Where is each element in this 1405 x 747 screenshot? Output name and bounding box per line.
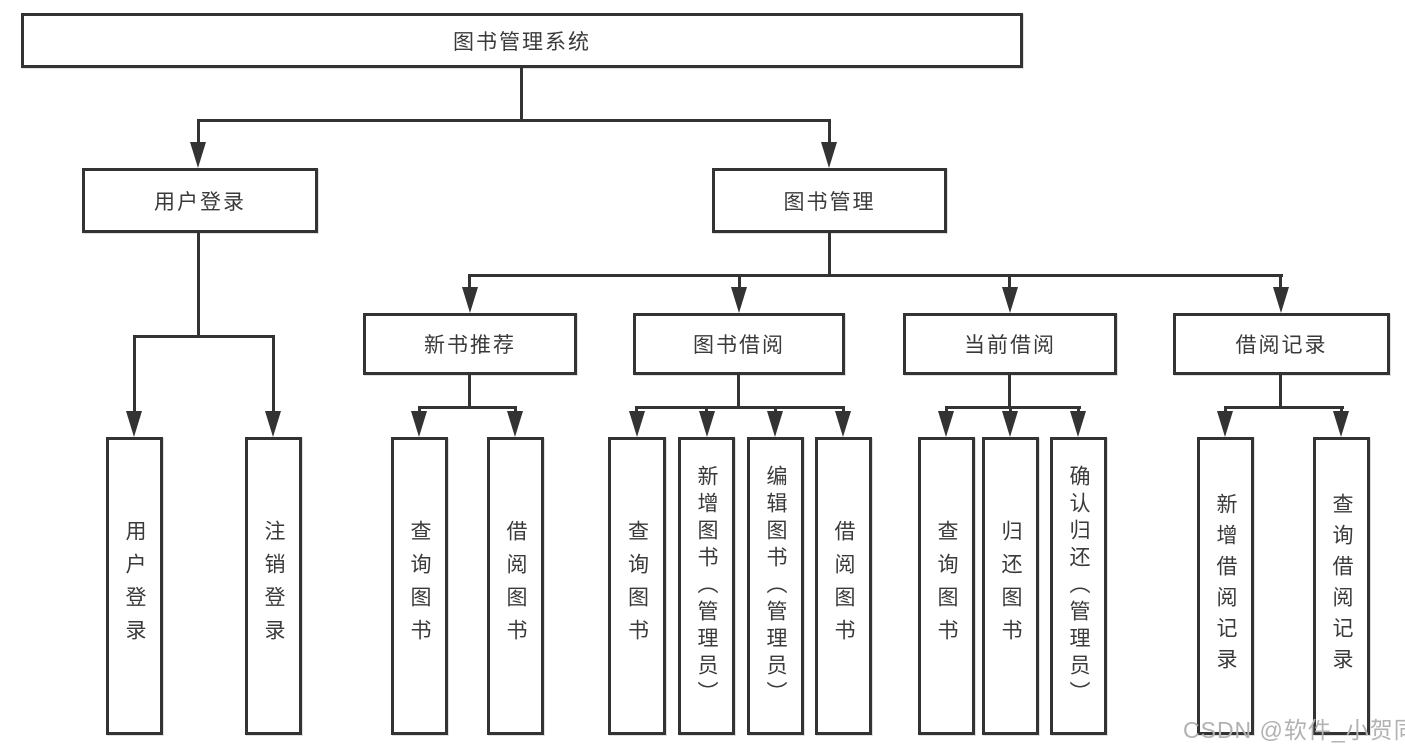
- connector-current-rail: [945, 406, 1081, 409]
- connector-arrow-current-stem: [1008, 274, 1011, 291]
- node-book-management: 图书管理: [712, 168, 947, 233]
- connector-userlogin-rail: [133, 335, 275, 338]
- node-borrowing-records: 借阅记录: [1173, 313, 1390, 375]
- connector-bookmgmt-stem: [828, 231, 831, 274]
- arrow-down-icon: [938, 411, 954, 437]
- arrow-down-icon: [265, 411, 281, 437]
- arrow-down-icon: [1070, 411, 1086, 437]
- leaf-add-books-admin: 新增图书（管理员）: [678, 437, 735, 735]
- connector-arrow-records-stem: [1279, 274, 1282, 291]
- arrow-down-icon: [731, 287, 747, 313]
- leaf-return-books: 归还图书: [982, 437, 1039, 735]
- leaf-query-borrow-record: 查询借阅记录: [1313, 437, 1370, 735]
- connector-current-stem: [1008, 373, 1011, 406]
- connector-root-rail: [197, 119, 831, 122]
- leaf-confirm-return-admin: 确认归还（管理员）: [1050, 437, 1107, 735]
- connector-arrow-borrowing-stem: [738, 274, 741, 291]
- arrow-down-icon: [629, 411, 645, 437]
- arrow-down-icon: [767, 411, 783, 437]
- connector-root-stem: [520, 66, 523, 119]
- node-user-login: 用户登录: [82, 168, 318, 233]
- arrow-down-icon: [1002, 411, 1018, 437]
- connector-bookmgmt-rail: [468, 274, 1283, 277]
- connector-arrow-book-mgmt-stem: [828, 119, 831, 146]
- node-current-borrowing: 当前借阅: [903, 313, 1117, 375]
- connector-records-stem: [1279, 373, 1282, 406]
- leaf-logout: 注销登录: [245, 437, 302, 735]
- arrow-down-icon: [462, 287, 478, 313]
- leaf-query-books-current: 查询图书: [918, 437, 975, 735]
- node-library-system: 图书管理系统: [21, 13, 1023, 68]
- connector-arrow-stem: [133, 335, 136, 415]
- leaf-add-borrow-record: 新增借阅记录: [1197, 437, 1254, 735]
- connector-arrow-user-login-stem: [197, 119, 200, 146]
- connector-userlogin-stem: [197, 231, 200, 335]
- leaf-borrow-books-borrowing: 借阅图书: [815, 437, 872, 735]
- arrow-down-icon: [507, 411, 523, 437]
- arrow-down-icon: [699, 411, 715, 437]
- watermark: CSDN @软件_小贺同学: [1183, 717, 1405, 743]
- arrow-down-icon: [1002, 287, 1018, 313]
- leaf-query-books-recommend: 查询图书: [391, 437, 448, 735]
- arrow-down-icon: [126, 411, 142, 437]
- arrow-down-icon: [835, 411, 851, 437]
- leaf-borrow-books-recommend: 借阅图书: [487, 437, 544, 735]
- leaf-user-login: 用户登录: [106, 437, 163, 735]
- leaf-edit-books-admin: 编辑图书（管理员）: [747, 437, 804, 735]
- connector-arrow-stem: [272, 335, 275, 415]
- connector-recommend-stem: [468, 373, 471, 406]
- arrow-down-icon: [1273, 287, 1289, 313]
- connector-recommend-rail: [418, 406, 517, 409]
- arrow-down-icon: [1217, 411, 1233, 437]
- arrow-down-icon: [821, 142, 837, 168]
- node-book-borrowing: 图书借阅: [633, 313, 845, 375]
- connector-borrowing-stem: [737, 373, 740, 406]
- connector-arrow-recommend-stem: [468, 274, 471, 291]
- node-new-book-recommend: 新书推荐: [363, 313, 577, 375]
- arrow-down-icon: [190, 142, 206, 168]
- arrow-down-icon: [1333, 411, 1349, 437]
- connector-records-rail: [1224, 406, 1344, 409]
- leaf-query-books-borrowing: 查询图书: [608, 437, 666, 735]
- connector-borrowing-rail: [635, 406, 845, 409]
- arrow-down-icon: [411, 411, 427, 437]
